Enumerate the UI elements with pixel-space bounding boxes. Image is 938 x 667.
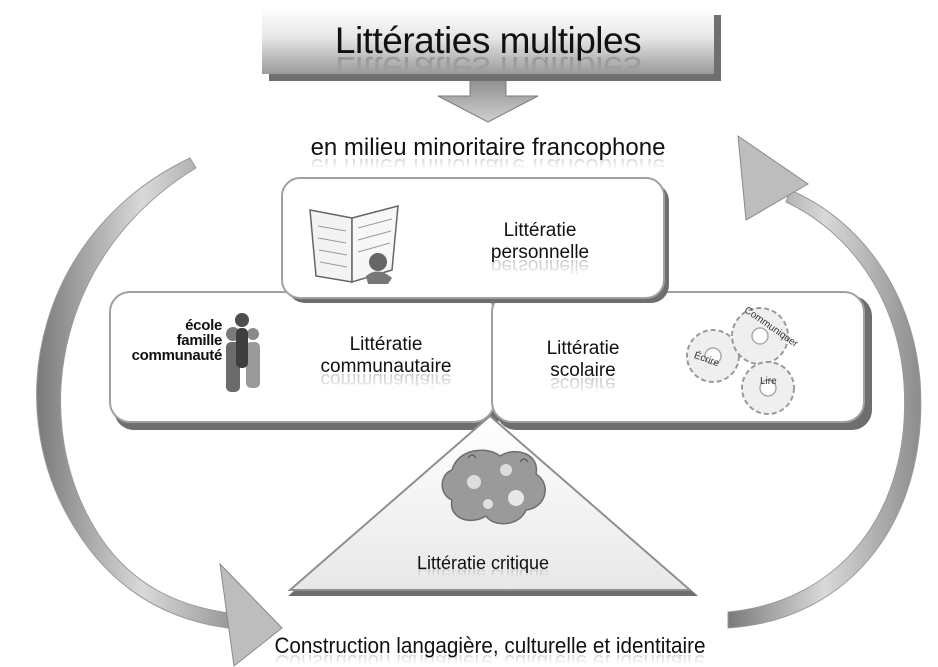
- book-icon: [309, 205, 399, 284]
- left-cycle-arrow-icon: [36, 157, 283, 667]
- label-critique: Littératie critique: [416, 553, 550, 573]
- page-title: Littératies multiples: [334, 20, 642, 61]
- gears-icon: Écrire Communiquer Lire: [686, 305, 800, 415]
- box-communautaire: [109, 291, 502, 430]
- subtitle: en milieu minoritaire francophone: [310, 134, 666, 161]
- gear-label-lire: Lire: [760, 376, 777, 387]
- label-scolaire: Littératie scolaire: [546, 338, 620, 381]
- bottom-caption: Construction langagière, culturelle et i…: [274, 633, 706, 658]
- word-communaute: communauté: [131, 347, 223, 364]
- word-ecole: école: [185, 317, 222, 334]
- right-cycle-arrow-icon: [727, 134, 922, 629]
- people-icon: [226, 313, 260, 392]
- down-arrow-icon: [437, 75, 539, 123]
- word-famille: famille: [176, 332, 223, 349]
- label-communautaire: Littératie communautaire: [320, 334, 452, 377]
- label-personnelle: Littératie personnelle: [490, 220, 590, 263]
- title-banner: Littératies multiples: [262, 8, 714, 74]
- imagination-icon: [441, 449, 546, 525]
- community-words: école famille communauté: [114, 317, 223, 364]
